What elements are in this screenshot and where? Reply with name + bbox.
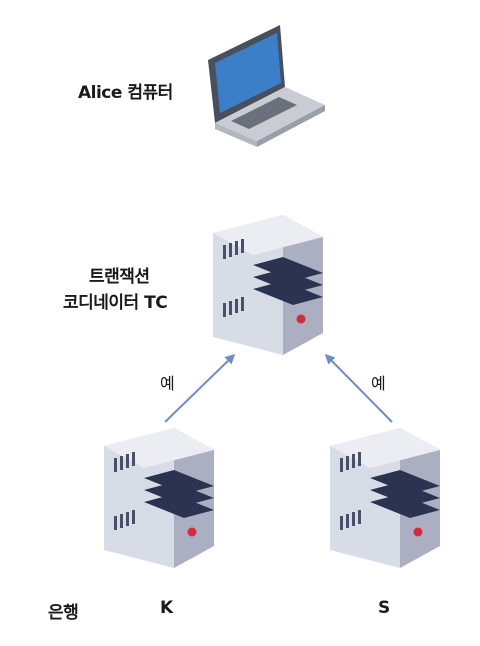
bank-k-server-icon <box>104 428 214 568</box>
edge-label-k: 예 <box>160 374 175 393</box>
coordinator-server-icon <box>213 215 323 355</box>
bank-k-label: K <box>160 598 173 618</box>
alice-label: Alice 컴퓨터 <box>78 83 173 103</box>
bank-s-server-icon <box>330 428 440 568</box>
coordinator-label-line2: 코디네이터 TC <box>63 293 168 313</box>
bank-row-label: 은행 <box>48 603 79 623</box>
edge-label-s: 예 <box>371 374 386 393</box>
coordinator-label-line1: 트랜잭션 <box>89 267 150 287</box>
laptop-icon <box>208 25 325 147</box>
bank-s-label: S <box>378 598 390 618</box>
edge-arrow-k-to-tc <box>164 353 236 423</box>
edge-arrow-s-to-tc <box>324 353 393 423</box>
